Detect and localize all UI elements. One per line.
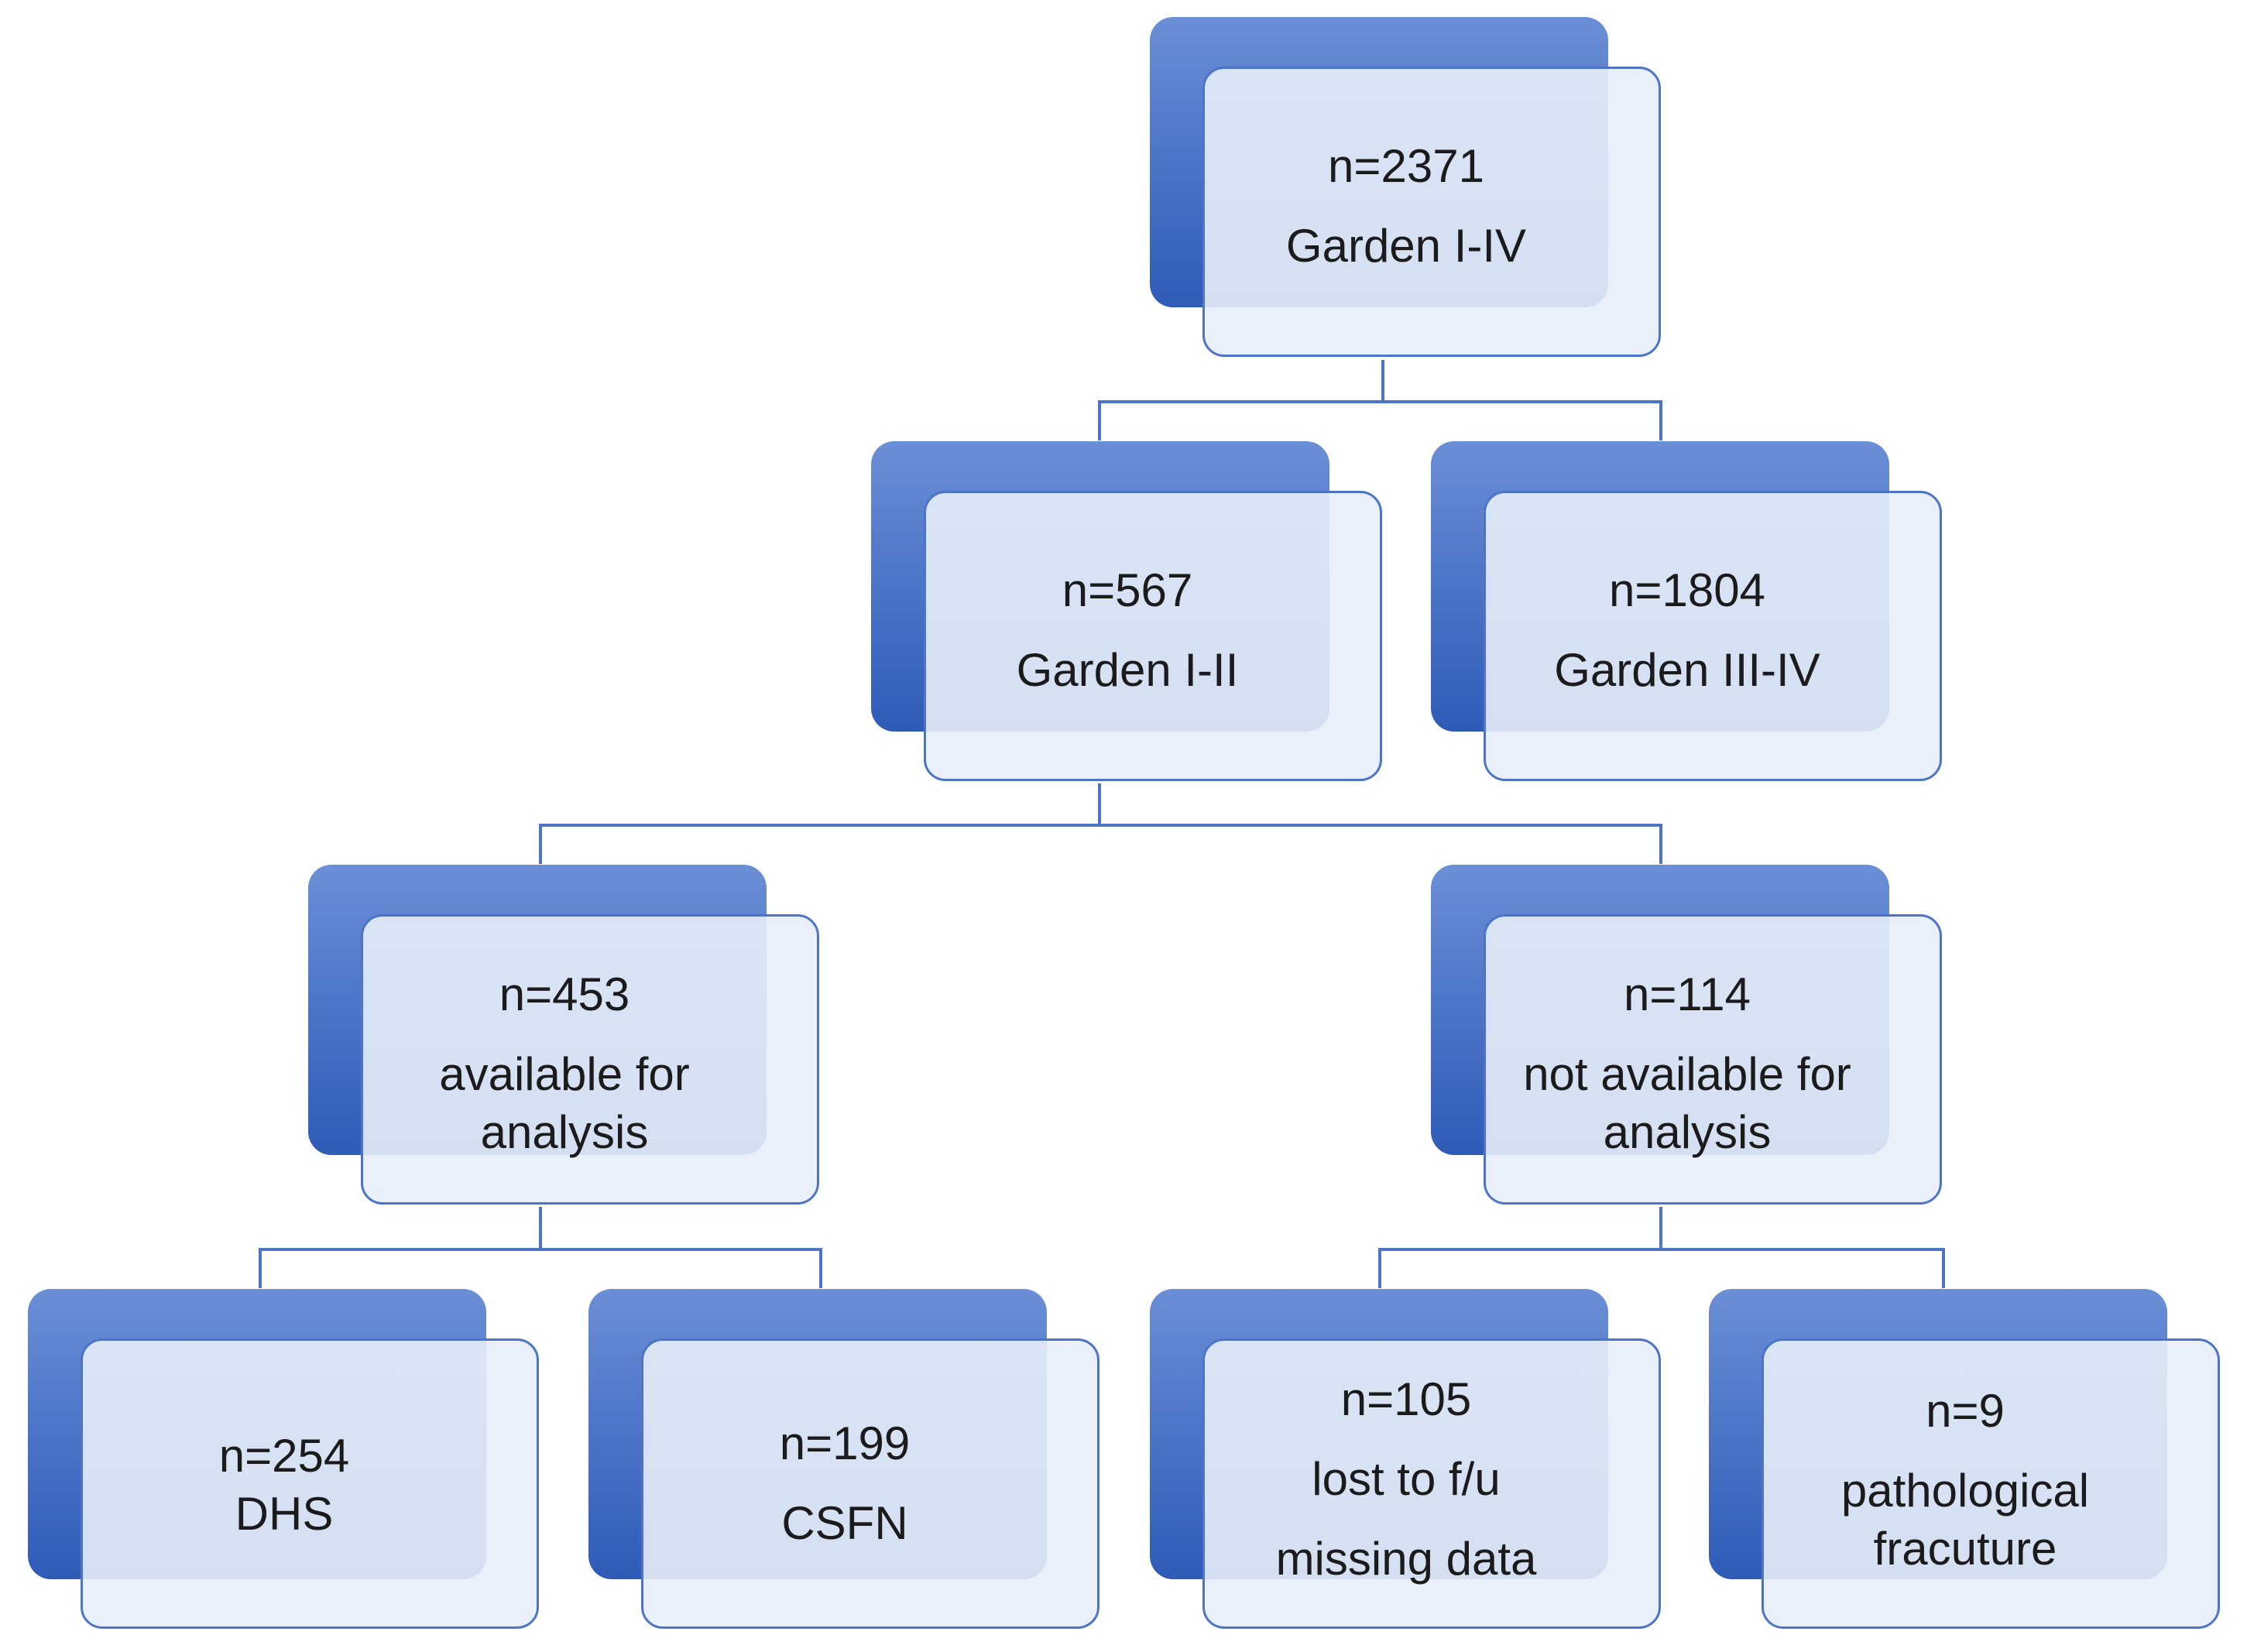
node-count: n=105: [1340, 1373, 1472, 1425]
node-csfn: n=199 CSFN: [588, 1289, 1101, 1637]
node-count: n=2371: [1328, 140, 1484, 192]
node-root: n=2371 Garden I-IV: [1150, 17, 1662, 365]
node-pathological-fracture: n=9 pathological fracuture: [1709, 1289, 2221, 1637]
node-count: n=199: [779, 1417, 911, 1469]
node-count: n=1804: [1609, 564, 1765, 616]
node-front-shape: [924, 491, 1382, 781]
connector-garden12: [539, 783, 1101, 864]
node-description-line2: fracuture: [1873, 1523, 2057, 1575]
node-count: n=254: [218, 1430, 350, 1482]
node-dhs: n=254 DHS: [28, 1289, 540, 1637]
node-description-line2: analysis: [1603, 1106, 1772, 1158]
node-front-shape: [81, 1338, 539, 1629]
node-description: not available for: [1523, 1048, 1851, 1100]
connector-available: [259, 1207, 542, 1288]
node-front-shape: [1484, 491, 1942, 781]
node-description: Garden I-IV: [1285, 220, 1527, 272]
node-description: available for: [439, 1048, 690, 1100]
node-description-line2: missing data: [1275, 1533, 1537, 1585]
node-garden-i-ii: n=567 Garden I-II: [871, 441, 1384, 790]
node-lost-to-follow-up: n=105 lost to f/u missing data: [1150, 1289, 1662, 1637]
node-front-shape: [1484, 914, 1942, 1205]
connector-notavail: [1378, 1207, 1662, 1288]
node-not-available-for-analysis: n=114 not available for analysis: [1431, 865, 1943, 1213]
node-garden-iii-iv: n=1804 Garden III-IV: [1431, 441, 1943, 790]
node-front-shape: [1202, 67, 1661, 357]
node-description: Garden I-II: [1016, 644, 1239, 696]
node-description: Garden III-IV: [1554, 644, 1820, 696]
node-description: pathological: [1840, 1465, 2090, 1517]
node-count: n=9: [1926, 1385, 2005, 1437]
node-count: n=114: [1623, 968, 1751, 1020]
node-count: n=567: [1062, 564, 1193, 616]
connector-root: [1098, 360, 1384, 440]
node-available-for-analysis: n=453 available for analysis: [308, 865, 821, 1213]
node-front-shape: [1762, 1338, 2220, 1629]
node-description: lost to f/u: [1312, 1453, 1501, 1505]
node-description: CSFN: [781, 1497, 908, 1549]
node-count: n=453: [499, 968, 630, 1020]
node-front-shape: [641, 1338, 1099, 1629]
node-front-shape: [1202, 1338, 1661, 1629]
node-front-shape: [361, 914, 819, 1205]
node-description-line2: analysis: [480, 1106, 649, 1158]
node-description: DHS: [235, 1488, 334, 1540]
